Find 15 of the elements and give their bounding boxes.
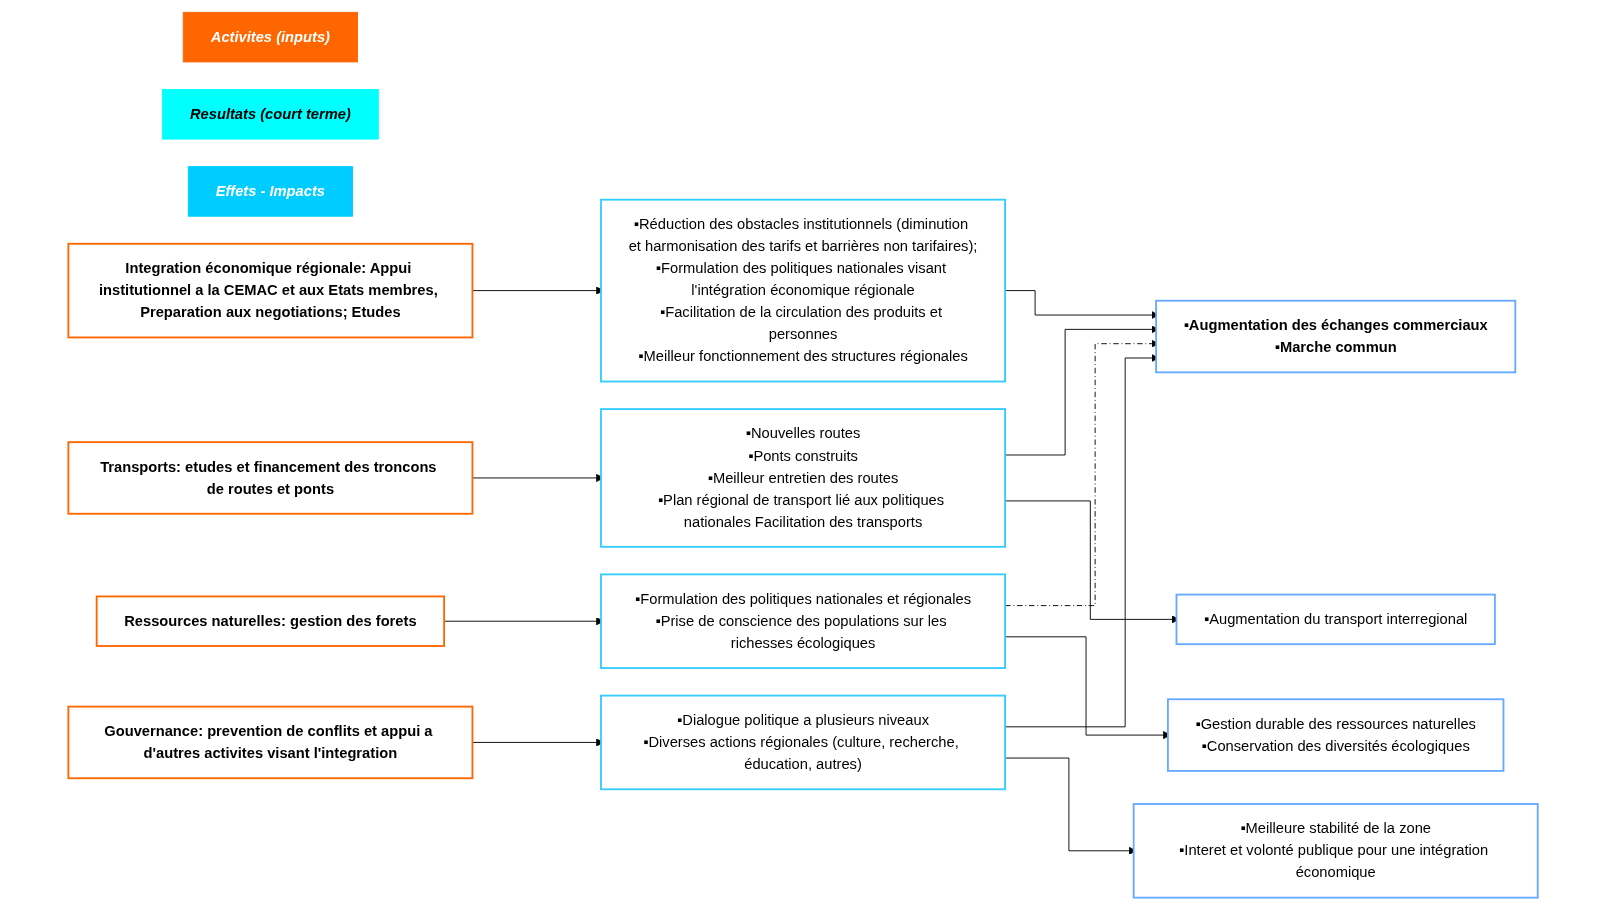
node-box: ▪Gestion durable des ressources naturelles ▪Conservation des diversités écologiques — [1166, 698, 1505, 772]
node-box: Ressources naturelles: gestion des forets — [95, 595, 445, 647]
node-box: ▪Augmentation du transport interregional — [1175, 593, 1496, 646]
node-box: ▪Formulation des politiques nationales et régionales ▪Prise de conscience des populations sur les richesses écologiques — [600, 573, 1006, 669]
node-box: Activites (inputs) — [182, 11, 358, 63]
node-box: Effets - Impacts — [187, 166, 353, 217]
node-box: ▪Dialogue politique a plusieurs niveaux ▪Diverses actions régionales (culture, recherche, éducation, autres) — [600, 694, 1006, 791]
node-box: ▪Nouvelles routes ▪Ponts construits ▪Meilleur entretien des routes ▪Plan régional de transport lié aux politiques nationales Facilitation des transports — [600, 408, 1006, 548]
node-box: ▪Meilleure stabilité de la zone ▪Interet et volonté publique pour une intégration économique — [1132, 803, 1539, 899]
node-box: Gouvernance: prevention de conflits et appui a d'autres activites visant l'integration — [67, 705, 474, 780]
node-box: ▪Augmentation des échanges commerciaux ▪Marche commun — [1155, 299, 1517, 374]
node-box: Integration économique régionale: Appui institutionnel a la CEMAC et aux Etats membres, Preparation aux negotiations; Etudes — [67, 242, 474, 339]
node-box: ▪Réduction des obstacles institutionnels (diminution et harmonisation des tarifs et barrières non tarifaires); ▪Formulation des politiques nationales visant l'intégration économique régionale ▪Facilitation de la circulation des produits et personnes ▪Meilleur fonctionnement des structures régionales — [600, 198, 1006, 383]
node-box: Resultats (court terme) — [161, 89, 379, 140]
node-box: Transports: etudes et financement des troncons de routes et ponts — [67, 441, 474, 515]
